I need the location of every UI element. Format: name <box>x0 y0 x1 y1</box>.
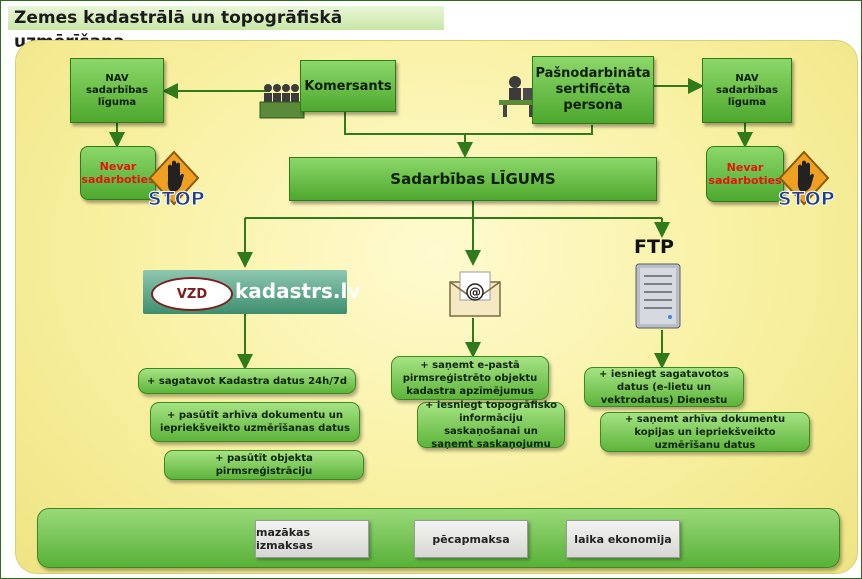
ftp-item: + iesniegt sagatavotos datus (e-lietu un… <box>584 367 744 407</box>
diagram-panel <box>15 40 858 574</box>
stop-sign-icon-left: STOP <box>148 150 206 211</box>
nav-agreement-box-right: NAV sadarbības līguma <box>702 58 792 123</box>
vzd-logo-mark: VZD <box>151 277 233 311</box>
cooperation-agreement-box: Sadarbības LĪGUMS <box>289 157 657 201</box>
nav-agreement-label-left: NAV sadarbības līguma <box>86 72 148 108</box>
email-envelope-icon: @ <box>448 268 502 318</box>
svg-text:@: @ <box>469 286 481 300</box>
komersants-label: Komersants <box>304 78 392 94</box>
email-item-text: + saņemt e-pastā pirmsreģistrēto objektu… <box>402 359 538 397</box>
kadastrs-logo: VZD kadastrs.lv <box>143 270 360 314</box>
cannot-cooperate-label-right: Nevar sadarboties <box>708 161 782 187</box>
komersants-box: Komersants <box>300 60 396 112</box>
people-group-icon <box>258 78 306 120</box>
email-item-text: + iesniegt topogrāfisko informāciju sask… <box>425 400 557 450</box>
stop-label-right: STOP <box>778 188 836 211</box>
ftp-item-text: + iesniegt sagatavotos datus (e-lietu un… <box>599 368 729 406</box>
benefit-item: mazākas izmaksas <box>255 520 369 558</box>
cannot-cooperate-box-right: Nevar sadarboties <box>706 146 784 202</box>
benefit-item-label: mazākas izmaksas <box>256 526 313 552</box>
pasnodarbinata-label: Pašnodarbināta sertificēta persona <box>535 66 651 113</box>
pasnodarbinata-box: Pašnodarbināta sertificēta persona <box>532 56 654 124</box>
cooperation-agreement-label: Sadarbības LĪGUMS <box>390 170 556 188</box>
ftp-item-text: + saņemt arhīva dokumentu kopijas un iep… <box>624 413 786 451</box>
email-item: + iesniegt topogrāfisko informāciju sask… <box>417 400 565 450</box>
kadastrs-item: + pasūtīt arhīva dokumentu un iepriekšve… <box>150 402 360 442</box>
cannot-cooperate-box-left: Nevar sadarboties <box>80 146 156 200</box>
cannot-cooperate-label-left: Nevar sadarboties <box>81 160 155 186</box>
diagram-title: Zemes kadastrālā un topogrāfiskā uzmērīš… <box>8 6 444 52</box>
kadastrs-logo-text: kadastrs.lv <box>235 279 361 303</box>
email-item: + saņemt e-pastā pirmsreģistrēto objektu… <box>391 356 549 400</box>
benefit-item-label: laika ekonomija <box>574 532 672 546</box>
kadastrs-item-text: + pasūtīt objekta pirmsreģistrāciju <box>215 453 313 477</box>
benefit-item: pēcapmaksa <box>414 520 528 558</box>
benefit-item: laika ekonomija <box>566 520 680 558</box>
ftp-item: + saņemt arhīva dokumentu kopijas un iep… <box>600 412 810 452</box>
stop-label-left: STOP <box>148 188 206 211</box>
nav-agreement-label-right: NAV sadarbības līguma <box>716 72 778 108</box>
kadastrs-item-text: + sagatavot Kadastra datus 24h/7d <box>147 375 347 387</box>
server-icon <box>632 262 686 330</box>
kadastrs-item-text: + pasūtīt arhīva dokumentu un iepriekšve… <box>160 410 350 434</box>
stop-sign-icon-right: STOP <box>778 150 836 211</box>
benefit-item-label: pēcapmaksa <box>432 532 510 546</box>
kadastrs-item: + sagatavot Kadastra datus 24h/7d <box>138 368 356 394</box>
ftp-label: FTP <box>634 236 674 258</box>
nav-agreement-box-left: NAV sadarbības līguma <box>70 58 164 123</box>
kadastrs-item: + pasūtīt objekta pirmsreģistrāciju <box>164 450 364 480</box>
